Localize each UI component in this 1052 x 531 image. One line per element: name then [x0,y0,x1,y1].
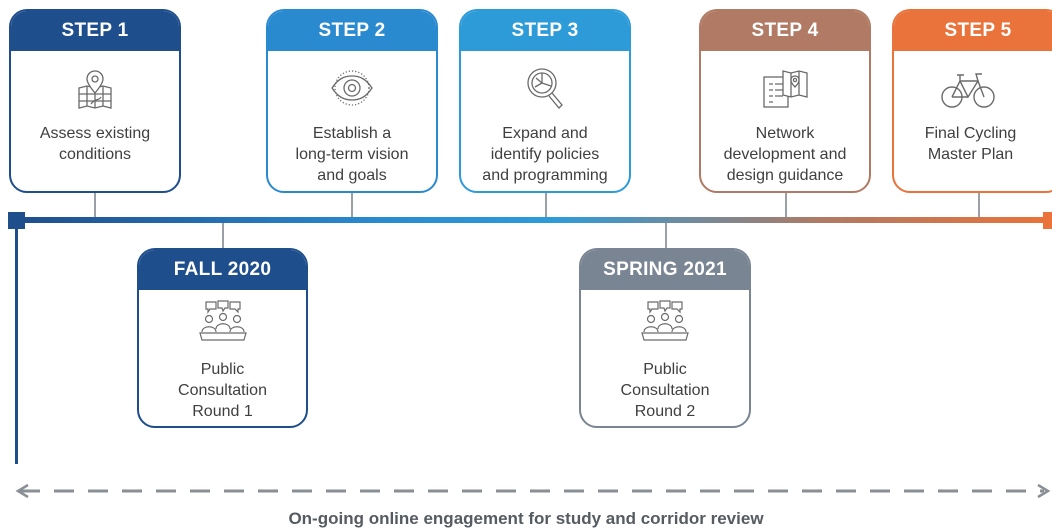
magnify-chart-icon [525,66,565,115]
connector-step-2 [351,192,353,218]
consultation-card-fall-2020: FALL 2020 Public Consultation Round 1 [137,248,308,428]
step-card-4-header: STEP 4 [701,11,869,51]
meeting-icon [198,300,248,347]
consultation-card-fall-2020-text: Public Consultation Round 1 [178,361,267,420]
document-map-icon [761,67,809,114]
step-card-3-header: STEP 3 [461,11,629,51]
step-card-5-header: STEP 5 [894,11,1052,51]
timeline-start-marker [8,212,25,229]
step-card-4: STEP 4 Network development and design gu… [699,9,871,193]
timeline-bar [18,217,1049,223]
connector-step-5 [978,192,980,218]
step-card-5-text: Final Cycling Master Plan [924,125,1017,163]
step-card-2: STEP 2 Establish a long-term vision and … [266,9,438,193]
step-card-2-text: Establish a long-term vision and goals [295,125,409,184]
consultation-card-spring-2021-header: SPRING 2021 [581,250,749,290]
step-card-1: STEP 1 Assess existing conditions [9,9,181,193]
timeline-end-marker [1043,212,1052,229]
eye-icon [329,69,375,112]
consultation-card-spring-2021-text: Public Consultation Round 2 [620,361,710,420]
step-card-1-text: Assess existing conditions [39,125,151,163]
engagement-caption: On-going online engagement for study and… [288,509,764,528]
step-card-3-text: Expand and identify policies and program… [482,125,608,184]
map-pin-icon [75,68,115,115]
connector-spring-2021 [665,222,667,250]
step-card-3: STEP 3 Expand and identify policies and … [459,9,631,193]
connector-step-3 [545,192,547,218]
connector-step-4 [785,192,787,218]
bicycle-icon [940,71,996,114]
step-card-2-header: STEP 2 [268,11,436,51]
connector-fall-2020 [222,222,224,250]
consultation-card-fall-2020-header: FALL 2020 [139,250,306,290]
step-card-4-text: Network development and design guidance [723,125,847,184]
connector-step-1 [94,192,96,218]
timeline-vertical-line [15,226,18,464]
step-card-5: STEP 5 Final Cycling Master Plan [892,9,1052,193]
consultation-card-spring-2021: SPRING 2021 Public Consultation Round 2 [579,248,751,428]
step-card-1-header: STEP 1 [11,11,179,51]
meeting-icon [640,300,690,347]
dashed-double-arrow [15,483,1051,499]
